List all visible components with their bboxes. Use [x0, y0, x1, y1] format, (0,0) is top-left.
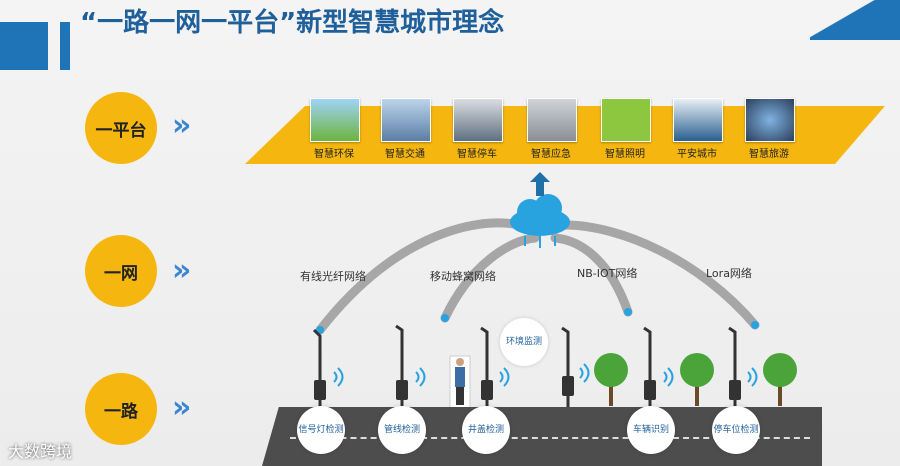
emergency-icon [527, 98, 577, 142]
parking-detect-bubble: 停车位检测 [712, 406, 760, 454]
traffic-icon [381, 98, 431, 142]
wifi-signal-icons [333, 363, 758, 387]
page-title: “一路一网一平台”新型智慧城市理念 [80, 8, 505, 38]
header-accent-block [0, 22, 48, 70]
network-label-nbiot: NB-IOT网络 [577, 267, 638, 280]
nbiot-arc [550, 233, 633, 317]
level-platform-circle: 一平台 [85, 92, 157, 164]
level-road-circle: 一路 [85, 373, 157, 445]
lora-arc [560, 220, 760, 330]
app-label: 智慧照明 [605, 149, 645, 160]
network-label-lora: Lora网络 [706, 267, 752, 280]
cloud-icon [510, 194, 570, 248]
parking-icon [453, 98, 503, 142]
app-label: 智慧应急 [531, 149, 571, 160]
fiber-arc [315, 218, 525, 335]
header-accent-bar [60, 22, 70, 70]
app-label: 智慧环保 [314, 149, 354, 160]
app-tile-traffic[interactable]: 智慧交通 [381, 98, 431, 160]
tree-icons [594, 353, 797, 406]
app-label: 平安城市 [677, 149, 717, 160]
network-label-fiber: 有线光纤网络 [300, 270, 366, 283]
app-tile-lighting[interactable]: 智慧照明 [601, 98, 651, 160]
app-tile-emergency[interactable]: 智慧应急 [527, 98, 577, 160]
app-tile-parking[interactable]: 智慧停车 [453, 98, 503, 160]
corner-decoration [810, 0, 900, 40]
app-label: 智慧停车 [457, 149, 497, 160]
arc-endpoints [316, 308, 759, 334]
safe-city-icon [673, 98, 723, 142]
signal-light-detect-bubble: 信号灯检测 [297, 406, 345, 454]
tourism-icon [745, 98, 795, 142]
vehicle-recognition-bubble: 车辆识别 [627, 406, 675, 454]
app-label: 智慧旅游 [749, 149, 789, 160]
app-tile-safe-city[interactable]: 平安城市 [673, 98, 723, 160]
upload-arrow-icon [530, 172, 550, 196]
app-tile-tourism[interactable]: 智慧旅游 [745, 98, 795, 160]
environment-icon [310, 98, 360, 142]
road-lane-line [290, 437, 810, 439]
app-tile-environment[interactable]: 智慧环保 [310, 98, 360, 160]
lighting-icon [601, 98, 651, 142]
pipeline-detect-bubble: 管线检测 [378, 406, 426, 454]
app-label: 智慧交通 [385, 149, 425, 160]
level-network-circle: 一网 [85, 235, 157, 307]
cellular-arc [440, 233, 540, 323]
person-icon [449, 355, 471, 409]
network-label-cellular: 移动蜂窝网络 [430, 270, 496, 283]
manhole-detect-bubble: 井盖检测 [462, 406, 510, 454]
watermark-logo: 大数跨境 [8, 442, 73, 461]
environment-monitor-bubble: 环境监测 [500, 318, 548, 366]
